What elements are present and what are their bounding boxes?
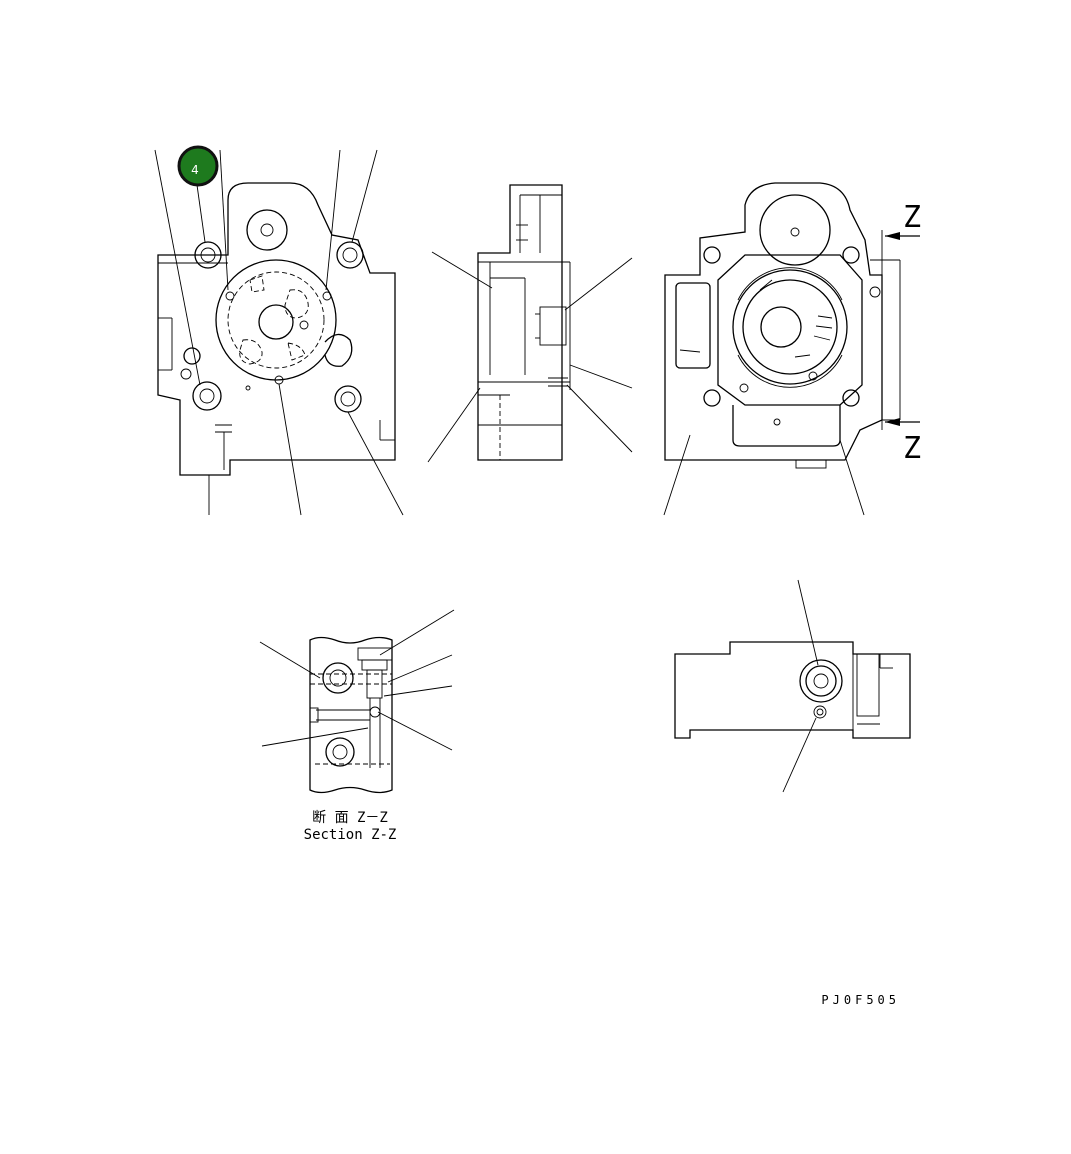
front-view (154, 149, 404, 516)
side-view (427, 184, 633, 463)
rear-view: Z Z (663, 182, 921, 516)
section-letter-bottom: Z (903, 431, 921, 466)
section-caption-en: Section Z-Z (304, 827, 397, 843)
callout-circle (177, 145, 219, 187)
callout-4[interactable]: 4 (177, 145, 219, 187)
callout-number: 4 (191, 163, 199, 177)
section-z-z-view: 断 面 Z－Z Section Z-Z (259, 609, 455, 843)
section-letter-top: Z (903, 200, 921, 235)
drawing-code: PJ0F505 (821, 993, 900, 1007)
bottom-view (674, 579, 911, 793)
section-caption-jp: 断 面 Z－Z (312, 810, 388, 826)
